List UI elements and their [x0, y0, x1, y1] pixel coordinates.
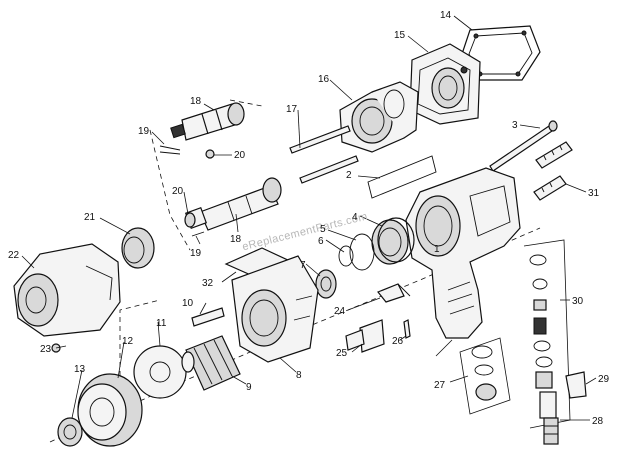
part-24-trigger — [377, 283, 411, 303]
part-10-rotor-vane — [191, 307, 225, 327]
part-9-rotor — [181, 335, 241, 391]
callout-11: 11 — [156, 318, 167, 329]
part-20-washer-lower — [184, 212, 196, 228]
callout-30: 30 — [572, 296, 584, 307]
part-20-washer-top — [205, 149, 215, 159]
callout-20-top: 20 — [234, 150, 246, 161]
axis-line-18 — [229, 99, 263, 107]
callout-29: 29 — [598, 374, 610, 385]
part-13-rear-bearing — [57, 417, 83, 447]
callout-4: 4 — [352, 212, 358, 223]
callout-19-top: 19 — [138, 126, 150, 137]
callout-18-top: 18 — [190, 96, 202, 107]
part-12-rear-bearing-housing — [77, 373, 143, 447]
callout-28: 28 — [592, 416, 604, 427]
callout-6: 6 — [318, 236, 324, 247]
callout-31: 31 — [588, 188, 600, 199]
part-18-anvil-top — [170, 102, 245, 141]
callout-19-lower: 19 — [190, 248, 202, 259]
part-31-handle-grip-set — [533, 141, 573, 201]
callout-22: 22 — [8, 250, 20, 261]
callout-27: 27 — [434, 380, 446, 391]
part-22-hammer-case-boot — [13, 243, 121, 337]
callout-20-lower: 20 — [172, 186, 184, 197]
watermark-text: eReplacementParts.com — [241, 210, 369, 253]
part-17-hammer-pins — [289, 125, 359, 184]
callout-10: 10 — [182, 298, 194, 309]
part-16-hammer-frame — [339, 81, 419, 153]
callout-25: 25 — [336, 348, 348, 359]
callout-labels: 1 2 3 4 5 6 7 8 9 10 11 12 13 14 15 16 1… — [8, 10, 610, 427]
part-21-front-bushing — [121, 227, 155, 269]
callout-7: 7 — [300, 260, 306, 271]
callout-26: 26 — [392, 336, 404, 347]
part-7-bearing — [315, 269, 337, 299]
part-2-gasket — [367, 155, 437, 199]
part-26-roll-pin — [403, 319, 411, 339]
callout-18-lower: 18 — [230, 234, 242, 245]
callout-1: 1 — [434, 244, 440, 255]
part-19-pin-lower — [191, 231, 205, 237]
part-29-trigger-clip — [565, 371, 587, 399]
part-28-air-inlet — [539, 391, 559, 445]
part-6-retaining-ring — [338, 245, 354, 267]
leader-lines — [21, 15, 597, 421]
part-4-front-bearing-plate — [371, 217, 415, 265]
callout-14: 14 — [440, 10, 452, 21]
part-3-housing-bolt — [489, 120, 558, 172]
callout-3: 3 — [512, 120, 518, 131]
callout-2: 2 — [346, 170, 352, 181]
callout-32: 32 — [202, 278, 214, 289]
part-18-anvil-lower — [184, 177, 282, 231]
callout-9: 9 — [246, 382, 252, 393]
callout-16: 16 — [318, 74, 330, 85]
callout-5: 5 — [320, 224, 326, 235]
part-27-exhaust-deflector — [459, 337, 511, 415]
callout-12: 12 — [122, 336, 134, 347]
part-19-pin-top — [159, 145, 181, 155]
callout-8: 8 — [296, 370, 302, 381]
part-25-reverse-valve — [345, 319, 385, 353]
part-15-back-cover — [409, 43, 481, 125]
callout-21: 21 — [84, 212, 96, 223]
callout-24: 24 — [334, 306, 346, 317]
part-1-motor-housing — [405, 167, 521, 339]
part-5-o-ring — [349, 233, 375, 271]
part-8-motor-cylinder — [231, 255, 319, 363]
callout-17: 17 — [286, 104, 298, 115]
part-11-rear-end-plate — [133, 345, 187, 399]
callout-23: 23 — [40, 344, 52, 355]
anvil-axis-line — [149, 129, 191, 251]
callout-13: 13 — [74, 364, 86, 375]
callout-15: 15 — [394, 30, 406, 41]
